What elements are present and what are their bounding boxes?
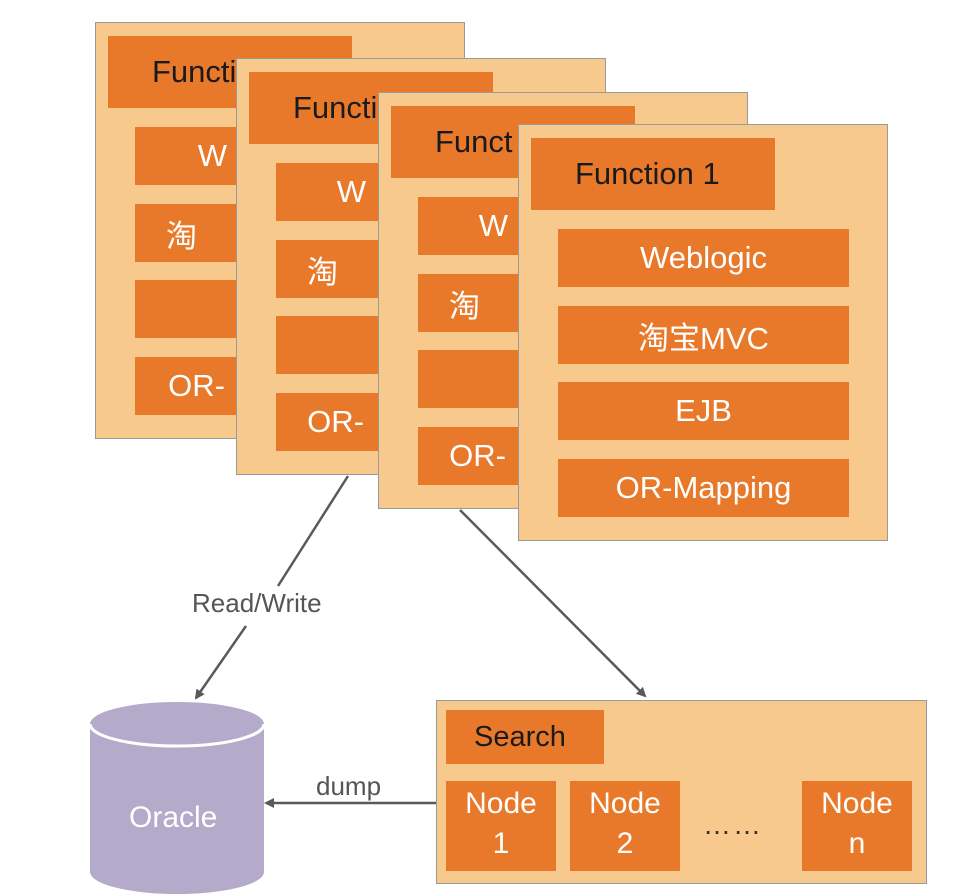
search-node-n-line2: n — [848, 827, 866, 860]
search-node-n: Node n — [802, 781, 912, 871]
layer-or-mapping: OR-Mapping — [558, 459, 849, 517]
search-node-n-line1: Node — [821, 787, 893, 820]
read-write-arrow-upper — [276, 475, 350, 587]
search-cluster: Search Node 1 Node 2 …… Node n — [436, 700, 927, 884]
read-write-label: Read/Write — [192, 588, 322, 618]
read-write-arrow-lower — [194, 625, 248, 700]
oracle-database-icon — [88, 702, 266, 894]
search-node-1: Node 1 — [446, 781, 556, 871]
search-arrow — [459, 509, 647, 698]
function-header-front: Function 1 — [531, 138, 775, 210]
search-node-2: Node 2 — [570, 781, 680, 871]
search-node-2-line2: 2 — [616, 827, 634, 860]
search-title: Search — [446, 710, 604, 764]
search-node-1-line1: Node — [465, 787, 537, 820]
layer-taobao-mvc: 淘宝MVC — [558, 306, 849, 364]
function-card-front: Function 1 Weblogic 淘宝MVC EJB OR-Mapping — [518, 124, 888, 541]
search-ellipsis: …… — [703, 809, 763, 840]
search-node-2-line1: Node — [589, 787, 661, 820]
layer-ejb: EJB — [558, 382, 849, 440]
layer-weblogic: Weblogic — [558, 229, 849, 287]
oracle-label: Oracle — [129, 801, 218, 834]
dump-label: dump — [316, 771, 382, 801]
search-node-1-line2: 1 — [492, 827, 510, 860]
